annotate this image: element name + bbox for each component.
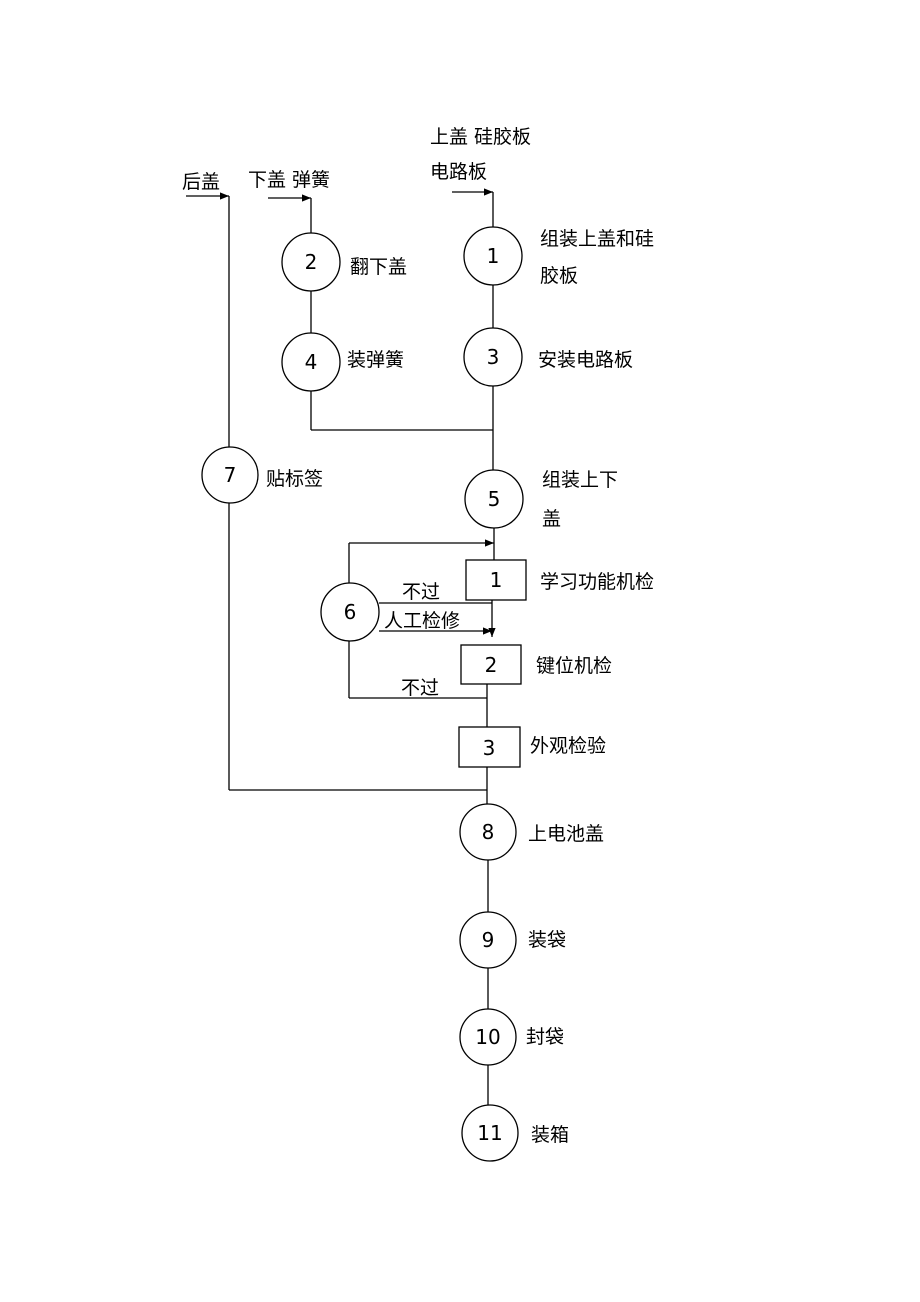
operation-11-number: 11	[477, 1121, 502, 1145]
input-lower-parts-label: 下盖 弹簧	[248, 169, 330, 191]
operation-5: 5	[464, 469, 524, 529]
operation-1-number: 1	[487, 244, 500, 268]
operation-2-number: 2	[305, 250, 318, 274]
operation-9-label: 装袋	[528, 929, 566, 951]
input-back-cover-label: 后盖	[182, 171, 220, 193]
operation-4-number: 4	[305, 350, 318, 374]
operation-3-number: 3	[487, 345, 500, 369]
repair-label: 人工检修	[384, 610, 460, 632]
operation-2-label: 翻下盖	[350, 256, 407, 278]
operation-3-label: 安装电路板	[538, 349, 633, 371]
fail-label-2: 不过	[401, 677, 439, 699]
inspection-3: 3	[458, 726, 521, 768]
inspection-3-number: 3	[483, 736, 496, 760]
operation-1-label-cont: 胶板	[540, 265, 578, 287]
operation-5-label-cont: 盖	[542, 508, 561, 530]
inspection-2-number: 2	[485, 653, 498, 677]
operation-5-number: 5	[488, 487, 501, 511]
inspection-1-label: 学习功能机检	[540, 571, 654, 593]
fail-label-1: 不过	[402, 581, 440, 603]
operation-10: 10	[459, 1008, 517, 1066]
operation-5-label: 组装上下	[542, 469, 618, 491]
inspection-2: 2	[460, 644, 522, 685]
operation-1: 1	[463, 226, 523, 286]
operation-11: 11	[461, 1104, 519, 1162]
operation-10-label: 封袋	[526, 1026, 564, 1048]
operation-7-number: 7	[224, 463, 237, 487]
input-upper-parts-label: 上盖 硅胶板	[430, 126, 531, 148]
inspection-1-number: 1	[490, 568, 503, 592]
operation-4-label: 装弹簧	[347, 349, 404, 371]
inspection-2-label: 键位机检	[536, 655, 612, 677]
inspection-3-label: 外观检验	[530, 735, 606, 757]
operation-8-label: 上电池盖	[528, 823, 604, 845]
operation-10-number: 10	[475, 1025, 500, 1049]
operation-2: 2	[281, 232, 341, 292]
operation-6-number: 6	[344, 600, 357, 624]
operation-8: 8	[459, 803, 517, 861]
operation-1-label: 组装上盖和硅	[540, 228, 654, 250]
operation-3: 3	[463, 327, 523, 387]
operation-9-number: 9	[482, 928, 495, 952]
operation-11-label: 装箱	[531, 1124, 569, 1146]
operation-4: 4	[281, 332, 341, 392]
operation-7: 7	[201, 446, 259, 504]
operation-8-number: 8	[482, 820, 495, 844]
input-circuit-board-label: 电路板	[430, 161, 487, 183]
inspection-1: 1	[465, 559, 527, 601]
operation-6: 6	[320, 582, 380, 642]
operation-7-label: 贴标签	[266, 468, 323, 490]
operation-9: 9	[459, 911, 517, 969]
